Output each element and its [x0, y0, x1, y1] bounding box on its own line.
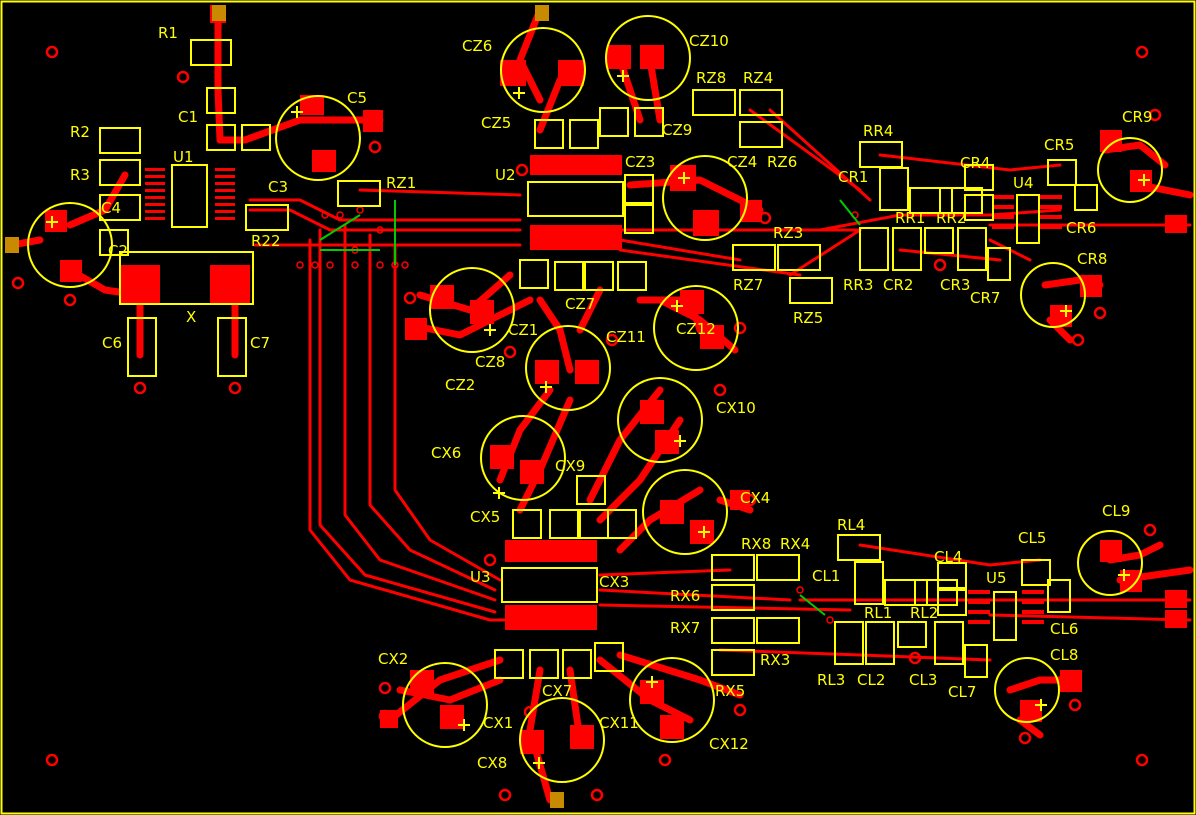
label-CZ3: CZ3 — [625, 153, 655, 171]
label-CZ6: CZ6 — [462, 37, 492, 55]
label-RX6: RX6 — [670, 587, 700, 605]
label-CZ12: CZ12 — [676, 320, 716, 338]
label-RL4: RL4 — [837, 516, 865, 534]
label-RZ3: RZ3 — [773, 224, 803, 242]
label-RL3: RL3 — [817, 671, 845, 689]
label-CZ4: CZ4 — [727, 153, 757, 171]
label-CZ8: CZ8 — [475, 353, 505, 371]
label-C4: C4 — [101, 199, 121, 217]
label-CR2: CR2 — [883, 276, 913, 294]
label-CX7: CX7 — [542, 682, 572, 700]
copper-pads — [45, 5, 1187, 754]
label-CL3: CL3 — [909, 671, 937, 689]
label-RZ5: RZ5 — [793, 309, 823, 327]
label-CZ11: CZ11 — [606, 328, 646, 346]
label-CL8: CL8 — [1050, 646, 1078, 664]
label-C1: C1 — [178, 108, 198, 126]
label-X: X — [186, 308, 196, 326]
label-RZ4: RZ4 — [743, 69, 773, 87]
label-CL6: CL6 — [1050, 620, 1078, 638]
label-CR3: CR3 — [940, 276, 970, 294]
via-rings — [11, 45, 1162, 802]
label-CZ7: CZ7 — [565, 295, 595, 313]
label-CR7: CR7 — [970, 289, 1000, 307]
label-RX8: RX8 — [741, 535, 771, 553]
label-RR1: RR1 — [895, 209, 925, 227]
label-C5: C5 — [347, 89, 367, 107]
label-RZ1: RZ1 — [386, 174, 416, 192]
label-U1: U1 — [173, 148, 194, 166]
label-CX12: CX12 — [709, 735, 749, 753]
label-CX8: CX8 — [477, 754, 507, 772]
label-CX11: CX11 — [599, 714, 639, 732]
polarity-marks — [46, 70, 1150, 769]
label-U2: U2 — [495, 166, 516, 184]
label-CX4: CX4 — [740, 489, 770, 507]
label-R2: R2 — [70, 123, 90, 141]
label-CX1: CX1 — [483, 714, 513, 732]
label-U4: U4 — [1013, 174, 1034, 192]
label-CL1: CL1 — [812, 567, 840, 585]
label-CL9: CL9 — [1102, 502, 1130, 520]
label-CX5: CX5 — [470, 508, 500, 526]
label-CR4: CR4 — [960, 154, 990, 172]
label-CL5: CL5 — [1018, 529, 1046, 547]
label-CX9: CX9 — [555, 457, 585, 475]
label-CL7: CL7 — [948, 683, 976, 701]
label-RX5: RX5 — [715, 682, 745, 700]
ic-pins — [120, 155, 1062, 630]
label-CX2: CX2 — [378, 650, 408, 668]
label-CR8: CR8 — [1077, 250, 1107, 268]
label-RL2: RL2 — [910, 604, 938, 622]
label-RX4: RX4 — [780, 535, 810, 553]
label-R3: R3 — [70, 166, 90, 184]
label-CR5: CR5 — [1044, 136, 1074, 154]
label-CL4: CL4 — [934, 548, 962, 566]
label-C3: C3 — [268, 178, 288, 196]
label-RR4: RR4 — [863, 122, 893, 140]
label-CX3: CX3 — [599, 573, 629, 591]
label-CZ2: CZ2 — [445, 376, 475, 394]
label-CR1: CR1 — [838, 168, 868, 186]
label-CX6: CX6 — [431, 444, 461, 462]
label-C2: C2 — [108, 242, 128, 260]
label-RZ8: RZ8 — [696, 69, 726, 87]
label-U3: U3 — [470, 568, 491, 586]
silkscreen — [27, 15, 1163, 783]
label-U5: U5 — [986, 569, 1007, 587]
label-C6: C6 — [102, 334, 122, 352]
label-RX7: RX7 — [670, 619, 700, 637]
label-RZ7: RZ7 — [733, 276, 763, 294]
label-CR9: CR9 — [1122, 108, 1152, 126]
component-labels: R1 C1 C5 R2 U1 R3 C3 C4 C2 R22 X C6 C7 C… — [70, 24, 1152, 772]
label-CR6: CR6 — [1066, 219, 1096, 237]
label-CZ9: CZ9 — [662, 121, 692, 139]
label-RL1: RL1 — [864, 604, 892, 622]
label-R22: R22 — [251, 232, 281, 250]
label-CZ1: CZ1 — [508, 321, 538, 339]
label-RR2: RR2 — [936, 209, 966, 227]
label-R1: R1 — [158, 24, 178, 42]
label-CZ10: CZ10 — [689, 32, 729, 50]
label-RR3: RR3 — [843, 276, 873, 294]
label-CL2: CL2 — [857, 671, 885, 689]
edge-connector-pads — [5, 5, 564, 808]
jumper-wires — [319, 199, 861, 616]
label-RX3: RX3 — [760, 651, 790, 669]
label-RZ6: RZ6 — [767, 153, 797, 171]
label-CX10: CX10 — [716, 399, 756, 417]
label-C7: C7 — [250, 334, 270, 352]
label-CZ5: CZ5 — [481, 114, 511, 132]
